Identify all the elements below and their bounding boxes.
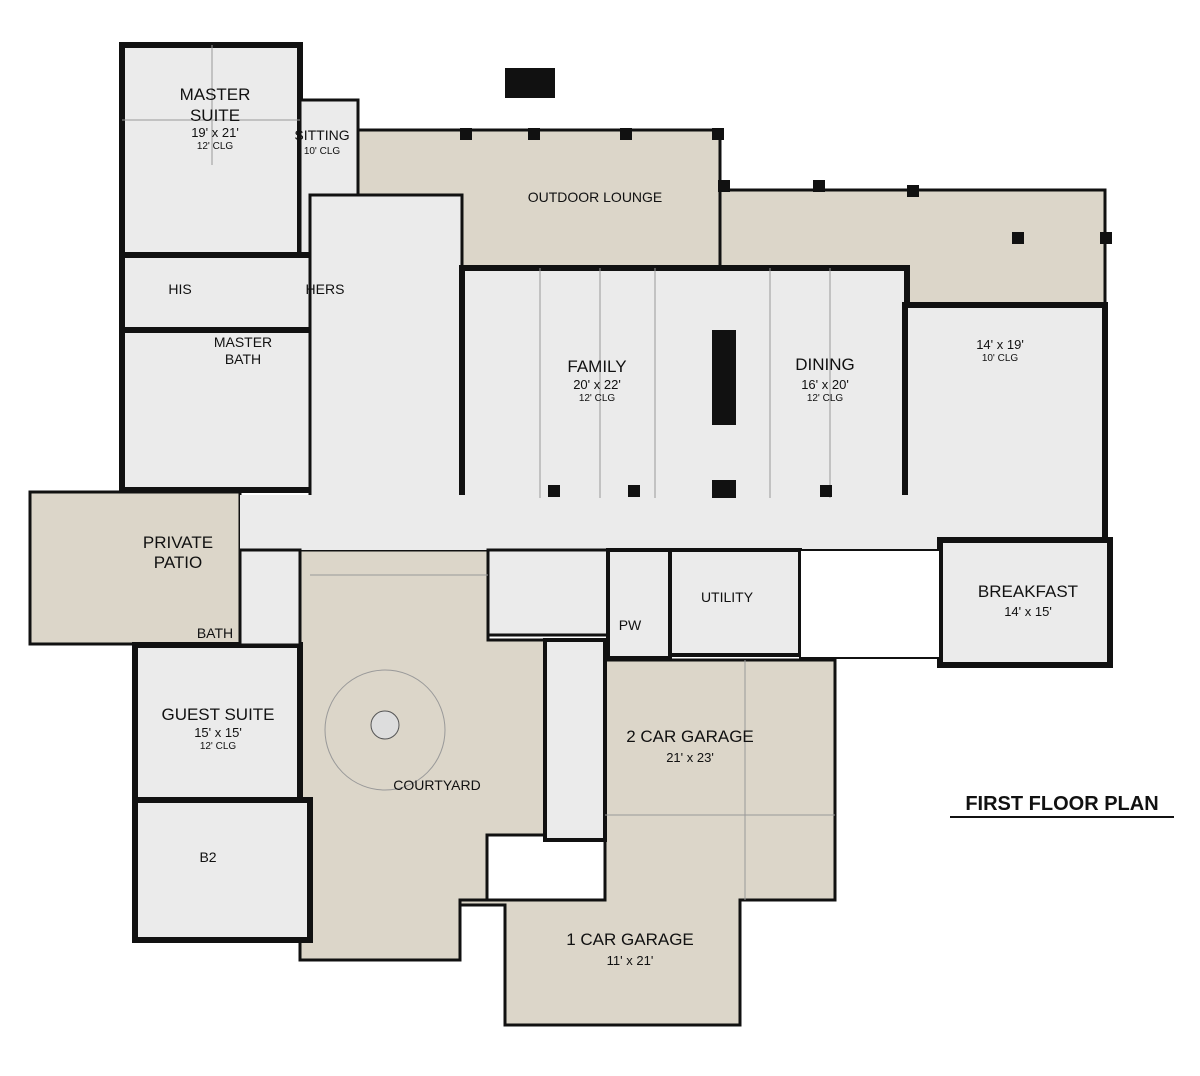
sitting-ceiling: 10' CLG: [304, 146, 341, 157]
two-car-garage-size: 21' x 23': [666, 750, 714, 765]
utility-label: UTILITY: [701, 589, 754, 605]
columns: [460, 68, 1112, 498]
private-patio-area: [28, 490, 242, 646]
one-car-garage-label: 1 CAR GARAGE: [566, 930, 694, 949]
one-car-garage-size: 11' x 21': [607, 953, 654, 968]
guest-suite-ceiling: 12' CLG: [200, 741, 237, 752]
master-suite-label: MASTER SUITE 19' x 21' 12' CLG: [180, 85, 251, 152]
private-patio-label: PRIVATE: [143, 533, 213, 552]
room-name: MASTER: [180, 85, 251, 104]
dining-ceiling: 12' CLG: [807, 393, 844, 404]
pw-label: PW: [619, 617, 642, 633]
plan-title: FIRST FLOOR PLAN: [965, 793, 1158, 815]
room-name: SUITE: [190, 106, 240, 125]
hers-label: HERS: [306, 281, 345, 297]
master-bath-label: MASTER: [214, 334, 272, 350]
b2-label: B2: [199, 849, 216, 865]
breakfast-size: 14' x 15': [1004, 604, 1052, 619]
two-car-garage-label: 2 CAR GARAGE: [626, 727, 754, 746]
ceiling-lines: [122, 45, 835, 900]
sitting-label: SITTING: [294, 127, 349, 143]
family-ceiling: 12' CLG: [579, 393, 616, 404]
courtyard-label: COURTYARD: [393, 777, 480, 793]
dining-label: DINING: [795, 355, 855, 374]
guest-suite-label: GUEST SUITE: [161, 705, 274, 724]
breakfast-label: BREAKFAST: [978, 582, 1078, 601]
kitchen-ceiling: 10' CLG: [982, 353, 1019, 364]
private-patio-label-2: PATIO: [154, 553, 203, 572]
garage-area: [458, 658, 837, 1027]
bath-label: BATH: [197, 625, 233, 641]
family-label: FAMILY: [567, 357, 626, 376]
room-size: 19' x 21': [191, 125, 239, 140]
room-ceiling: 12' CLG: [197, 141, 234, 152]
family-size: 20' x 22': [573, 377, 621, 392]
interior-rooms: [119, 42, 1113, 943]
his-label: HIS: [168, 281, 191, 297]
guest-suite-size: 15' x 15': [194, 725, 242, 740]
kitchen-size: 14' x 19': [976, 337, 1024, 352]
outdoor-lounge-label: OUTDOOR LOUNGE: [528, 189, 663, 205]
master-bath-label-2: BATH: [225, 351, 261, 367]
dining-size: 16' x 20': [801, 377, 849, 392]
